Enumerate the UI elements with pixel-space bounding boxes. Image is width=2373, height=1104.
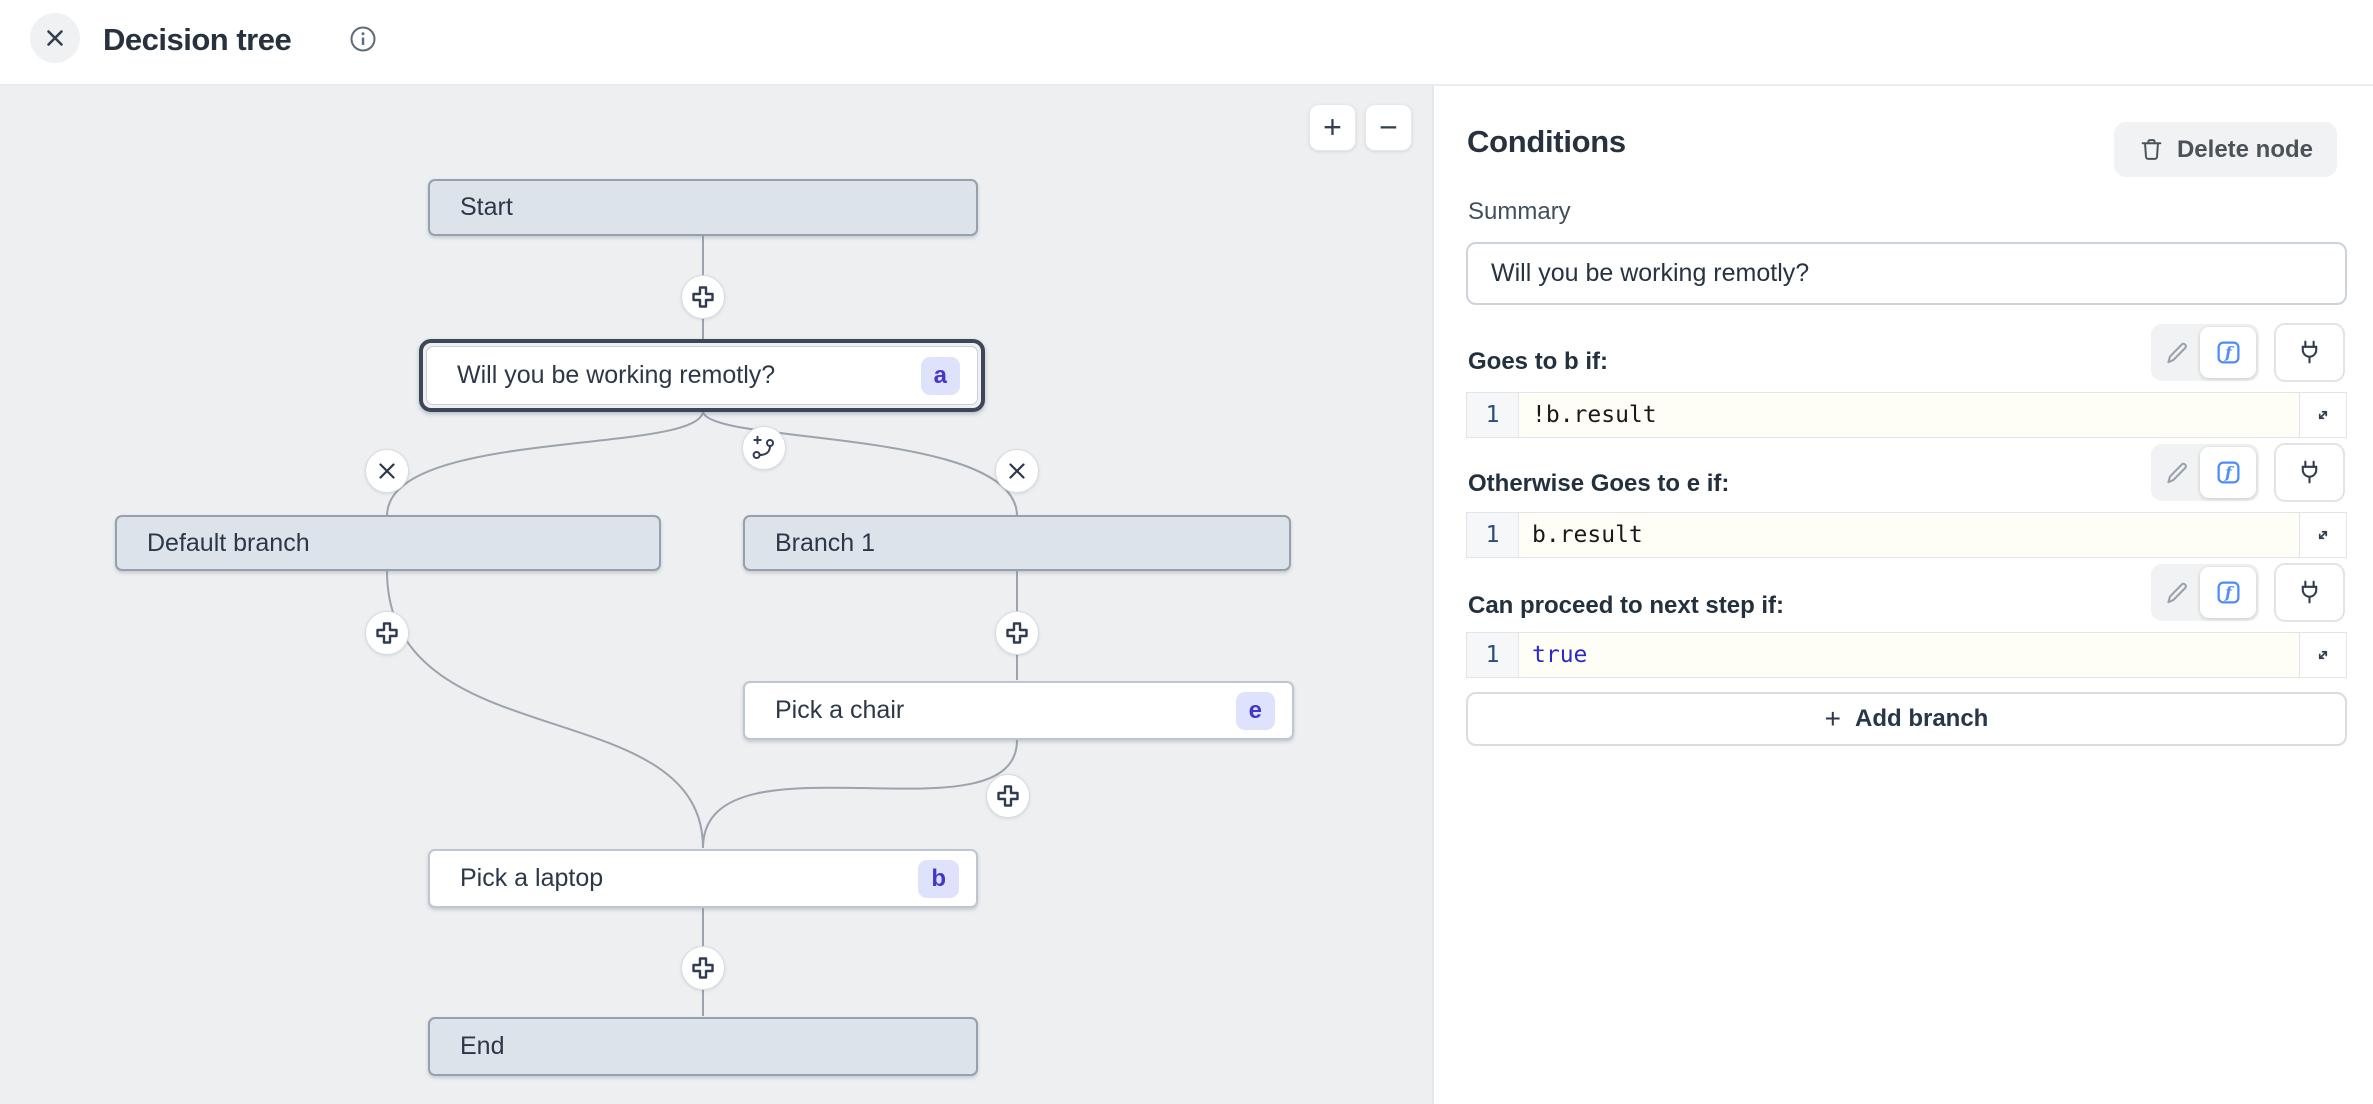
svg-text:f: f: [2224, 463, 2234, 482]
info-icon: [350, 26, 376, 52]
node-badge: a: [920, 356, 960, 395]
code-value[interactable]: !b.result: [1519, 393, 2299, 437]
code-value[interactable]: true: [1519, 633, 2299, 677]
expand-editor-button[interactable]: [2299, 393, 2346, 437]
node-label: Branch 1: [775, 528, 876, 557]
add-node-button[interactable]: [995, 611, 1039, 655]
node-start[interactable]: Start: [428, 179, 978, 236]
node-label: Default branch: [147, 528, 310, 557]
add-node-icon: [1006, 622, 1028, 644]
condition-toolbar-1: f: [2151, 323, 2345, 382]
delete-node-label: Delete node: [2176, 135, 2313, 163]
fx-mode-button[interactable]: f: [2200, 567, 2256, 618]
condition-toolbar-2: f: [2151, 443, 2345, 502]
editor-mode-toggle: f: [2151, 564, 2259, 621]
remove-branch-button-left[interactable]: [365, 449, 409, 493]
plus-icon: +: [1824, 703, 1841, 734]
summary-label: Summary: [1468, 198, 1571, 225]
svg-text:f: f: [2224, 583, 2234, 602]
expand-editor-button[interactable]: [2299, 513, 2346, 557]
plug-icon: [2301, 340, 2318, 364]
condition-label-3: Can proceed to next step if:: [1468, 592, 1785, 619]
close-icon: [47, 30, 63, 46]
node-label: End: [460, 1032, 505, 1060]
expand-icon: [2318, 650, 2328, 660]
node-pick-a-laptop[interactable]: Pick a laptop b: [428, 849, 978, 908]
add-node-button[interactable]: [681, 946, 725, 990]
remove-branch-button-right[interactable]: [995, 449, 1039, 493]
flow-canvas[interactable]: Start Will you be working remotly? a Def…: [0, 86, 1432, 1104]
panel-title: Conditions: [1467, 124, 1626, 159]
node-label: Pick a laptop: [460, 864, 604, 892]
conditions-panel: Conditions Delete node Summary f: [1432, 86, 2373, 1104]
line-number: 1: [1467, 513, 1519, 557]
remove-branch-icon: [379, 463, 395, 479]
add-node-icon: [376, 622, 398, 644]
code-value[interactable]: b.result: [1519, 513, 2299, 557]
condition-toolbar-3: f: [2151, 563, 2345, 622]
pencil-icon: [2167, 462, 2187, 483]
pencil-mode-button[interactable]: [2154, 567, 2200, 618]
add-branch-button[interactable]: + Add branch: [1466, 692, 2347, 746]
plug-icon: [2301, 460, 2318, 484]
condition-code-editor-1[interactable]: 1 !b.result: [1466, 392, 2347, 438]
add-branch-node-button[interactable]: [742, 426, 786, 470]
svg-text:f: f: [2224, 343, 2234, 362]
connect-source-button[interactable]: [2274, 563, 2345, 622]
expand-editor-button[interactable]: [2299, 633, 2346, 677]
minus-icon: −: [1379, 109, 1398, 145]
line-number: 1: [1467, 633, 1519, 677]
condition-code-editor-2[interactable]: 1 b.result: [1466, 512, 2347, 558]
node-badge: b: [918, 859, 959, 898]
node-pick-a-chair[interactable]: Pick a chair e: [743, 681, 1294, 740]
summary-input[interactable]: [1466, 242, 2347, 305]
delete-node-button[interactable]: Delete node: [2113, 122, 2337, 177]
node-end[interactable]: End: [428, 1017, 978, 1076]
editor-mode-toggle: f: [2151, 324, 2259, 381]
add-branch-icon: [752, 435, 774, 459]
node-default-branch[interactable]: Default branch: [115, 515, 661, 571]
editor-mode-toggle: f: [2151, 444, 2259, 501]
node-branch-1[interactable]: Branch 1: [743, 515, 1291, 571]
plug-icon: [2301, 580, 2318, 604]
fx-icon: f: [2216, 461, 2240, 484]
node-question-selected[interactable]: Will you be working remotly? a: [419, 339, 985, 412]
page-title: Decision tree: [103, 22, 292, 57]
condition-label-1: Goes to b if:: [1468, 348, 1608, 375]
node-label: Will you be working remotly?: [457, 361, 776, 389]
add-node-button[interactable]: [681, 275, 725, 319]
condition-label-2: Otherwise Goes to e if:: [1468, 470, 1730, 497]
connect-source-button[interactable]: [2274, 443, 2345, 502]
pencil-mode-button[interactable]: [2154, 447, 2200, 498]
fx-icon: f: [2216, 581, 2240, 604]
node-label: Start: [460, 193, 513, 221]
connect-source-button[interactable]: [2274, 323, 2345, 382]
add-node-button[interactable]: [986, 774, 1030, 818]
pencil-icon: [2167, 582, 2187, 603]
pencil-icon: [2167, 342, 2187, 363]
pencil-mode-button[interactable]: [2154, 327, 2200, 378]
line-number: 1: [1467, 393, 1519, 437]
fx-mode-button[interactable]: f: [2200, 447, 2256, 498]
add-node-button[interactable]: [365, 611, 409, 655]
trash-icon: [2141, 139, 2162, 160]
expand-icon: [2318, 530, 2328, 540]
add-node-icon: [997, 785, 1019, 807]
top-bar: Decision tree: [0, 0, 2373, 86]
add-branch-label: Add branch: [1855, 705, 1989, 732]
fx-mode-button[interactable]: f: [2200, 327, 2256, 378]
close-button[interactable]: [30, 13, 80, 63]
node-badge: e: [1235, 691, 1275, 730]
remove-branch-icon: [1009, 463, 1025, 479]
node-label: Pick a chair: [775, 696, 905, 724]
fx-icon: f: [2216, 341, 2240, 364]
add-node-icon: [692, 957, 714, 979]
zoom-out-button[interactable]: −: [1365, 104, 1412, 151]
expand-icon: [2318, 410, 2328, 420]
zoom-in-button[interactable]: +: [1309, 104, 1356, 151]
condition-code-editor-3[interactable]: 1 true: [1466, 632, 2347, 678]
plus-icon: +: [1323, 109, 1342, 145]
add-node-icon: [692, 286, 714, 308]
